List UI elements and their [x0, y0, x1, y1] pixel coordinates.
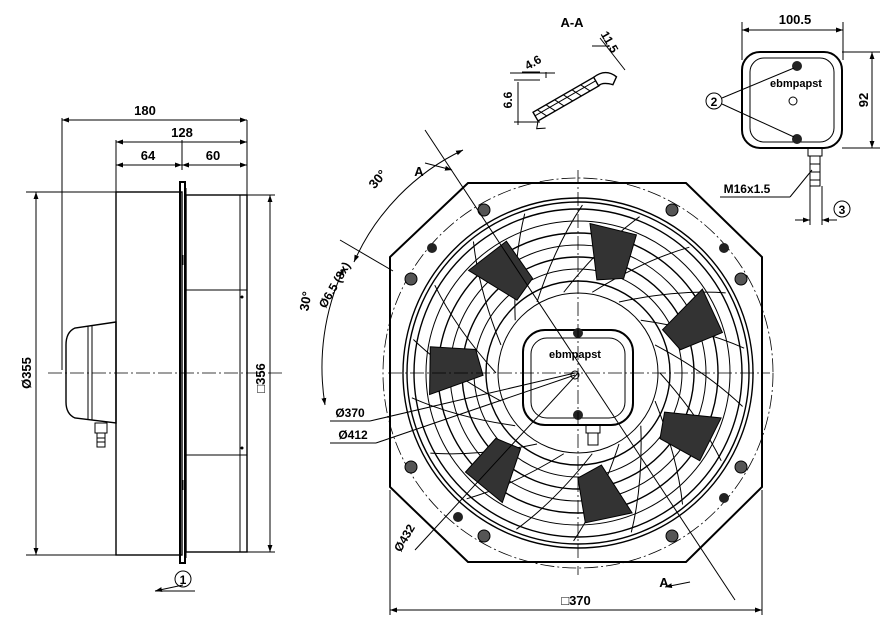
grille-spoke [630, 425, 642, 533]
grille-spoke [516, 453, 593, 530]
section-dim-a: 4.6 [522, 52, 544, 73]
fan-blade [464, 437, 522, 504]
fan-blade [661, 288, 724, 351]
terminal-box-view: 100.5 ebmpapst 92 2 M16x1.5 3 [705, 12, 880, 225]
angle-top: 30° [365, 167, 389, 192]
dia-grille-label: Ø412 [338, 428, 368, 442]
airflow-marker: 1 [180, 573, 187, 587]
grille-screw [453, 512, 463, 522]
dim-overall-depth: 180 [134, 103, 156, 118]
grille-spoke [591, 246, 690, 293]
mounting-hole [477, 203, 491, 217]
mounting-hole [477, 529, 491, 543]
fan-blades [429, 222, 724, 524]
side-view: 180 128 64 60 Ø355 [19, 103, 282, 592]
grille-screw [719, 243, 729, 253]
section-title: A-A [560, 15, 584, 30]
gland-marker: 3 [839, 203, 846, 217]
hub-brand: ebmpapst [549, 349, 601, 361]
grille-spoke [536, 204, 583, 303]
grille-spoke [654, 400, 684, 505]
section-dim-b: 6.6 [501, 91, 515, 108]
box-brand: ebmpapst [770, 78, 822, 90]
mounting-hole [404, 272, 418, 286]
grille-spoke [430, 443, 538, 455]
grille-spoke [434, 284, 497, 374]
front-view: ebmpapst A A 30° 30° Ø6.5 (8x) Ø370 Ø412… [296, 129, 774, 615]
dia-inner-label: Ø370 [335, 406, 365, 420]
grille-spoke [472, 241, 502, 346]
dim-housing-square: □356 [253, 363, 268, 393]
mounting-hole [734, 272, 748, 286]
section-dim-c: 11.5 [598, 29, 622, 56]
grille-screw [427, 243, 437, 253]
grille-spoke [618, 291, 726, 303]
cable-gland-label: M16x1.5 [724, 182, 771, 196]
mounting-hole [665, 529, 679, 543]
dim-square: □370 [561, 593, 591, 608]
box-width: 100.5 [779, 12, 812, 27]
grille-screw [719, 493, 729, 503]
screw-marker: 2 [711, 95, 718, 109]
mounting-hole [734, 460, 748, 474]
dim-diameter: Ø355 [19, 357, 34, 389]
mounting-hole [404, 460, 418, 474]
dim-motor-depth: 128 [171, 125, 193, 140]
fan-blade [429, 346, 484, 396]
fan-blade [467, 240, 534, 301]
dia-bolt-label: Ø432 [391, 522, 418, 555]
fan-blade [589, 222, 638, 281]
fan-blade [577, 464, 633, 524]
dim-front-depth: 64 [141, 148, 156, 163]
section-mark-bottom: A [659, 575, 669, 590]
grille-spoke [466, 453, 565, 500]
section-view: A-A 4.6 6.6 11.5 [501, 15, 626, 130]
fan-blade [659, 411, 722, 462]
mounting-hole [665, 203, 679, 217]
box-height: 92 [856, 93, 871, 107]
dim-rear-depth: 60 [206, 148, 220, 163]
grille-spoke [654, 344, 743, 407]
angle-left: 30° [296, 290, 314, 312]
mount-holes-label: Ø6.5 (8x) [316, 260, 353, 311]
